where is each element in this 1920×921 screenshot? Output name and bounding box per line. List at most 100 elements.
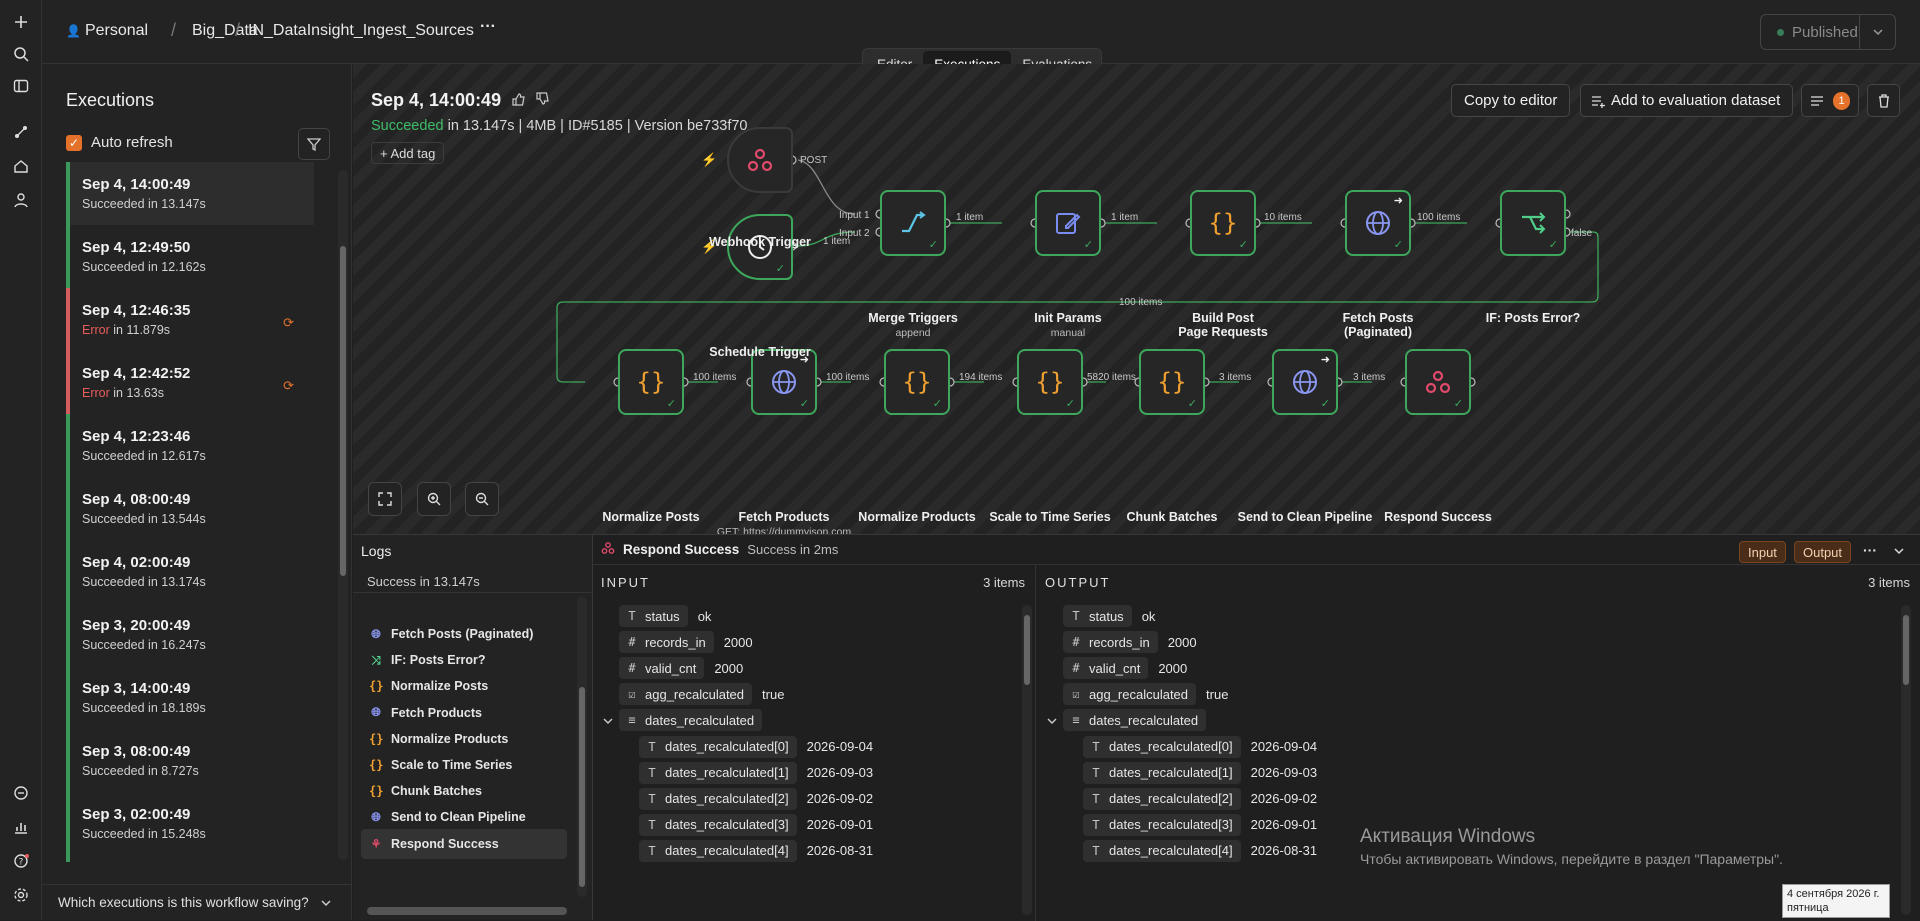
logs-hscrollbar[interactable]: [367, 907, 567, 915]
log-item[interactable]: ⤨IF: Posts Error?: [361, 645, 567, 675]
data-key[interactable]: #valid_cnt: [1063, 657, 1149, 680]
execution-item[interactable]: Sep 2, 20:00:49: [66, 855, 314, 862]
execution-item[interactable]: Sep 4, 12:23:46 Succeeded in 12.617s: [66, 414, 314, 477]
node-schedule-trigger[interactable]: ✓: [727, 214, 793, 280]
workflow-canvas[interactable]: Sep 4, 14:00:49 Succeeded in 13.147s | 4…: [353, 64, 1920, 538]
output-toggle-button[interactable]: Output: [1794, 541, 1852, 563]
execution-item[interactable]: Sep 4, 12:49:50 Succeeded in 12.162s: [66, 225, 314, 288]
execution-item[interactable]: Sep 4, 14:00:49 Succeeded in 13.147s: [66, 162, 314, 225]
saving-question-dropdown[interactable]: Which executions is this workflow saving…: [42, 884, 352, 920]
execution-item[interactable]: Sep 3, 02:00:49 Succeeded in 15.248s: [66, 792, 314, 855]
node-send-to-clean-pipeline[interactable]: ➜ ✓: [1272, 349, 1338, 415]
chevron-down-icon[interactable]: [1047, 714, 1057, 729]
execution-item[interactable]: Sep 4, 12:42:52 Error in 13.63s ⟳: [66, 351, 314, 414]
data-key[interactable]: ≡dates_recalculated: [1063, 709, 1207, 732]
add-tag-button[interactable]: + Add tag: [371, 142, 445, 164]
filter-button[interactable]: [298, 128, 330, 160]
node-build-post-page-requests[interactable]: {} ✓: [1190, 190, 1256, 256]
thumbs-down-icon[interactable]: [535, 90, 549, 111]
execution-item[interactable]: Sep 3, 20:00:49 Succeeded in 16.247s: [66, 603, 314, 666]
logs-scrollbar[interactable]: [577, 597, 587, 897]
output-scrollbar[interactable]: [1901, 605, 1911, 915]
retry-icon[interactable]: ⟳: [283, 378, 294, 393]
node-chunk-batches[interactable]: {} ✓: [1139, 349, 1205, 415]
log-item[interactable]: {}Chunk Batches: [361, 776, 567, 806]
input-scrollbar[interactable]: [1022, 605, 1032, 915]
data-key[interactable]: ☑agg_recalculated: [619, 683, 753, 706]
data-key[interactable]: #records_in: [619, 631, 714, 654]
workflow-more-button[interactable]: ···: [480, 18, 496, 35]
insights-icon[interactable]: [9, 815, 33, 839]
node-fetch-products[interactable]: ➜ ✓: [751, 349, 817, 415]
workflow-name[interactable]: IN_DataInsight_Ingest_Sources: [248, 22, 474, 39]
published-button[interactable]: Published: [1760, 14, 1896, 50]
node-normalize-posts[interactable]: {} ✓: [618, 349, 684, 415]
zoom-in-button[interactable]: [417, 482, 451, 516]
node-normalize-products[interactable]: {} ✓: [884, 349, 950, 415]
fit-view-button[interactable]: [368, 482, 402, 516]
chevron-down-icon[interactable]: [603, 714, 613, 729]
node-webhook-trigger[interactable]: [727, 127, 793, 193]
execution-item[interactable]: Sep 4, 12:46:35 Error in 11.879s ⟳: [66, 288, 314, 351]
chevron-down-icon[interactable]: [1859, 15, 1895, 49]
user-icon[interactable]: [9, 188, 33, 212]
log-item[interactable]: {}Scale to Time Series: [361, 750, 567, 780]
execution-item[interactable]: Sep 3, 08:00:49 Succeeded in 8.727s: [66, 729, 314, 792]
log-item[interactable]: 🌐︎Fetch Products: [361, 698, 567, 728]
input-toggle-button[interactable]: Input: [1739, 541, 1786, 563]
annotations-button[interactable]: 1: [1801, 84, 1859, 117]
search-icon[interactable]: [9, 42, 33, 66]
breadcrumb-personal[interactable]: 👤Personal: [66, 22, 149, 39]
node-if-posts-error[interactable]: ✓: [1500, 190, 1566, 256]
zoom-out-button[interactable]: [465, 482, 499, 516]
data-key[interactable]: #valid_cnt: [619, 657, 705, 680]
node-fetch-posts[interactable]: ➜ ✓: [1345, 190, 1411, 256]
data-key[interactable]: ≡dates_recalculated: [619, 709, 763, 732]
execution-item[interactable]: Sep 4, 02:00:49 Succeeded in 13.174s: [66, 540, 314, 603]
retry-icon[interactable]: ⟳: [283, 315, 294, 330]
add-icon[interactable]: [9, 10, 33, 34]
node-scale-to-time-series[interactable]: {} ✓: [1017, 349, 1083, 415]
execution-item[interactable]: Sep 4, 08:00:49 Succeeded in 13.544s: [66, 477, 314, 540]
node-init-params[interactable]: ✓: [1035, 190, 1101, 256]
help-icon[interactable]: ?: [9, 849, 33, 873]
data-key[interactable]: ☑agg_recalculated: [1063, 683, 1197, 706]
node-merge-triggers[interactable]: ✓: [880, 190, 946, 256]
auto-refresh-checkbox[interactable]: ✓Auto refresh: [66, 134, 173, 151]
data-key[interactable]: #records_in: [1063, 631, 1158, 654]
log-item[interactable]: {}Normalize Posts: [361, 671, 567, 701]
detail-more-button[interactable]: ···: [1863, 542, 1877, 558]
panel-toggle-icon[interactable]: [9, 74, 33, 98]
chevron-down-icon[interactable]: [1893, 544, 1905, 560]
settings-icon[interactable]: [9, 883, 33, 907]
log-item[interactable]: 🌐︎Send to Clean Pipeline: [361, 802, 567, 832]
log-item[interactable]: 🌐︎Fetch Posts (Paginated): [361, 619, 567, 649]
templates-icon[interactable]: [9, 781, 33, 805]
delete-button[interactable]: [1867, 84, 1900, 117]
log-item[interactable]: {}Normalize Products: [361, 724, 567, 754]
log-item-icon: 🌐︎: [371, 809, 381, 824]
execution-item[interactable]: Sep 3, 14:00:49 Succeeded in 18.189s: [66, 666, 314, 729]
add-to-evaluation-dataset-button[interactable]: Add to evaluation dataset: [1580, 84, 1794, 117]
copy-to-editor-button[interactable]: Copy to editor: [1451, 84, 1571, 117]
thumbs-up-icon[interactable]: [511, 90, 525, 111]
sidebar-scrollbar[interactable]: [338, 170, 348, 860]
node-respond-success[interactable]: ✓: [1405, 349, 1471, 415]
type-icon: ☑: [628, 687, 636, 702]
workflow-icon[interactable]: [9, 120, 33, 144]
log-item[interactable]: ⚘Respond Success: [361, 828, 567, 859]
home-icon[interactable]: [9, 154, 33, 178]
breadcrumb-folder[interactable]: Big_Data: [192, 22, 258, 39]
